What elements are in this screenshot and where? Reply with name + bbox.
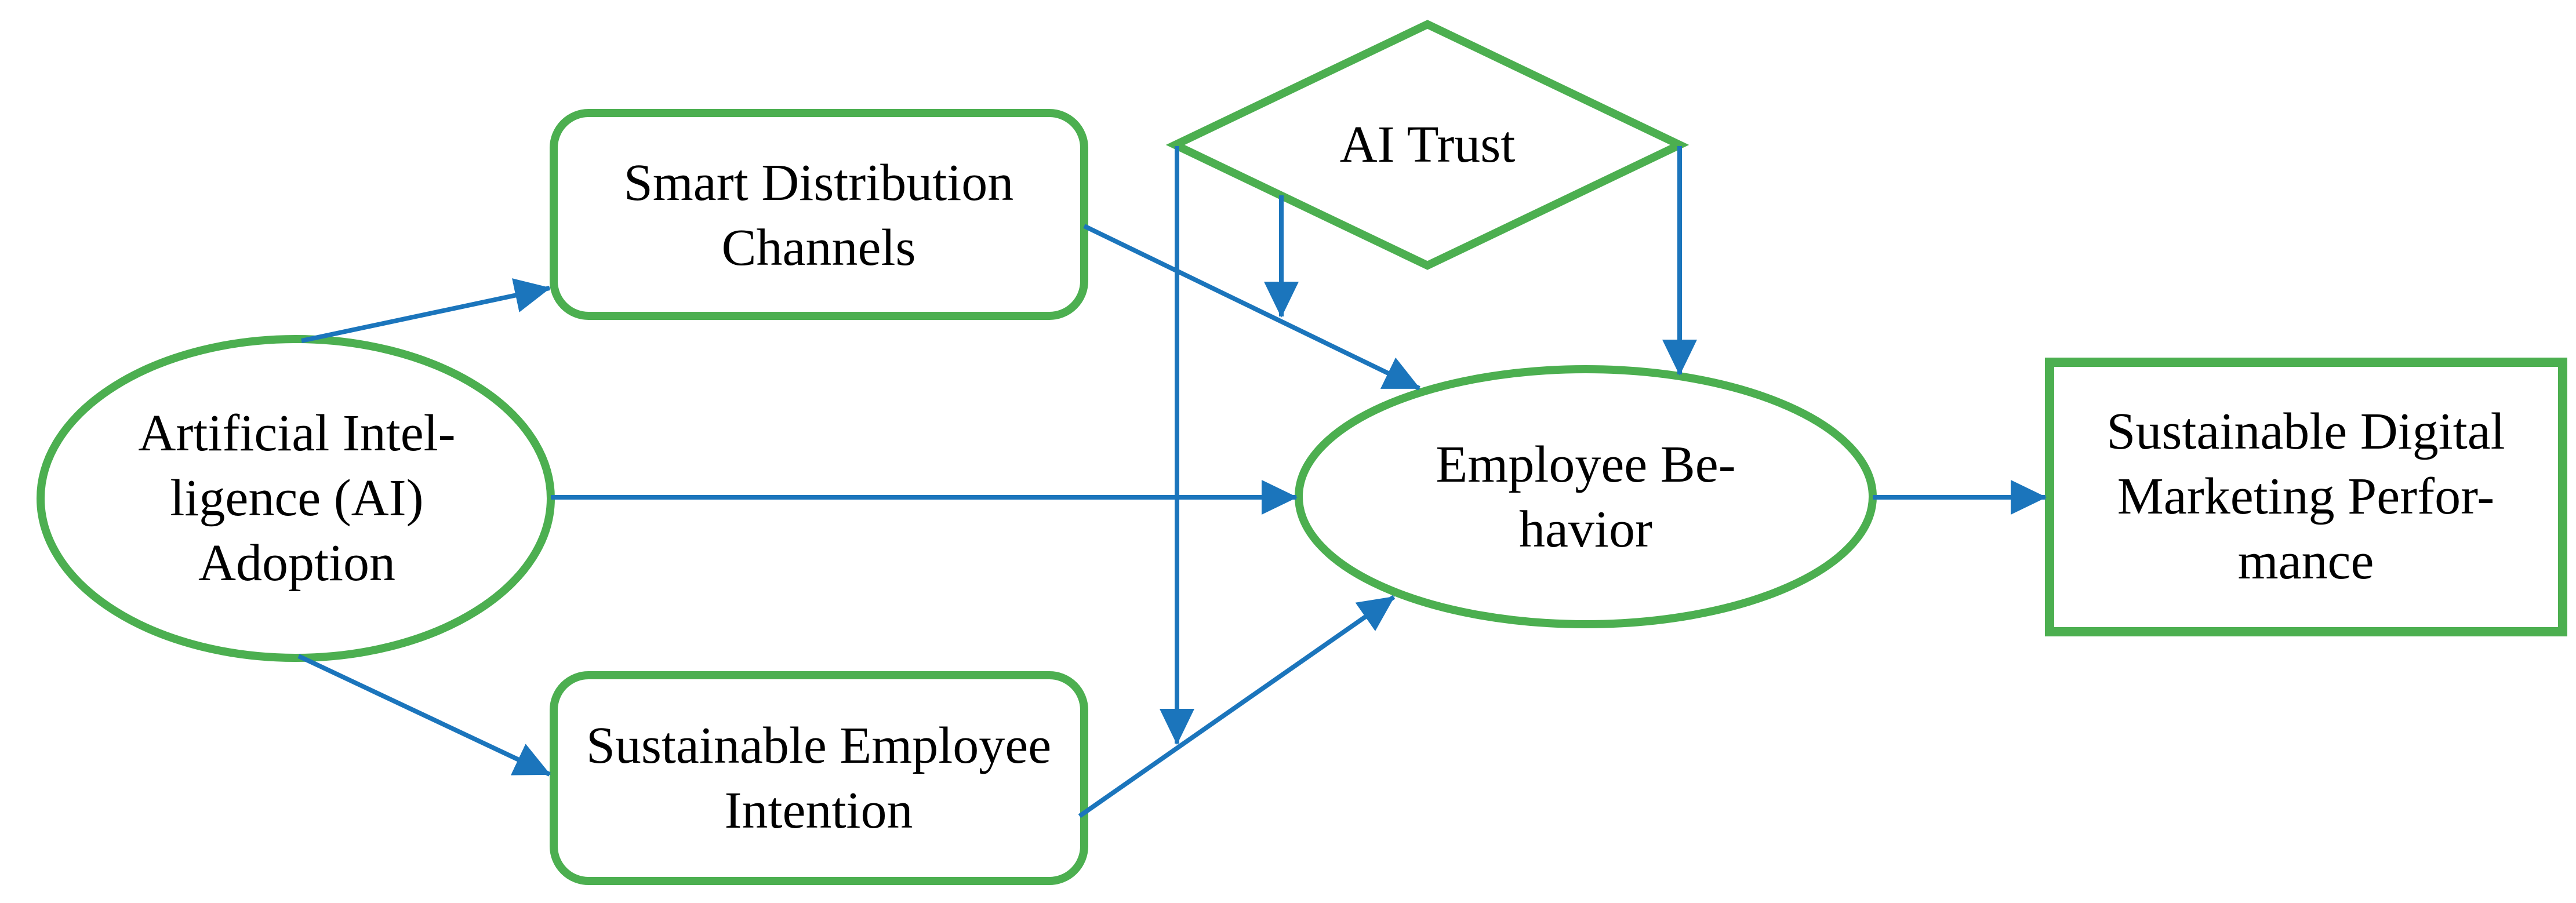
label-line: mance	[2237, 533, 2374, 590]
node-smart-distribution-channels-label: Smart Distribution Channels	[624, 151, 1014, 281]
label-line: AI Trust	[1339, 116, 1516, 173]
arrow-sdc-to-eb	[1083, 224, 1420, 391]
label-line: havior	[1519, 501, 1652, 558]
label-line: Employee Be-	[1436, 436, 1736, 493]
node-sustainable-employee-intention-shape	[550, 671, 1088, 885]
node-smart-distribution-channels-shape	[550, 109, 1088, 320]
label-line: Intention	[724, 782, 913, 839]
node-sustainable-employee-intention-label: Sustainable Employee Intention	[586, 713, 1051, 843]
label-line: Adoption	[198, 534, 396, 592]
node-employee-behavior-label: Employee Be- havior	[1436, 432, 1735, 562]
arrow-ai-to-sdc	[301, 278, 551, 343]
node-sustainable-digital-marketing-performance-shape	[2045, 358, 2567, 636]
arrow-ai-to-sei	[297, 654, 551, 777]
node-sustainable-digital-marketing-performance-label: Sustainable Digital Marketing Perfor- ma…	[2106, 399, 2505, 594]
label-line: Smart Distribution	[623, 154, 1014, 212]
label-line: Marketing Perfor-	[2117, 468, 2495, 525]
label-line: Artificial Intel-	[138, 405, 456, 462]
label-line: Sustainable Employee	[586, 717, 1052, 774]
node-ai-adoption-label: Artificial Intel- ligence (AI) Adoption	[138, 401, 455, 596]
label-line: Channels	[721, 219, 916, 276]
arrow-sei-to-eb	[1078, 595, 1396, 818]
label-line: ligence (AI)	[170, 469, 424, 527]
label-line: Sustainable Digital	[2106, 403, 2505, 460]
node-ai-trust-label: AI Trust	[1340, 112, 1516, 177]
node-ai-trust-shape	[1165, 20, 1690, 270]
